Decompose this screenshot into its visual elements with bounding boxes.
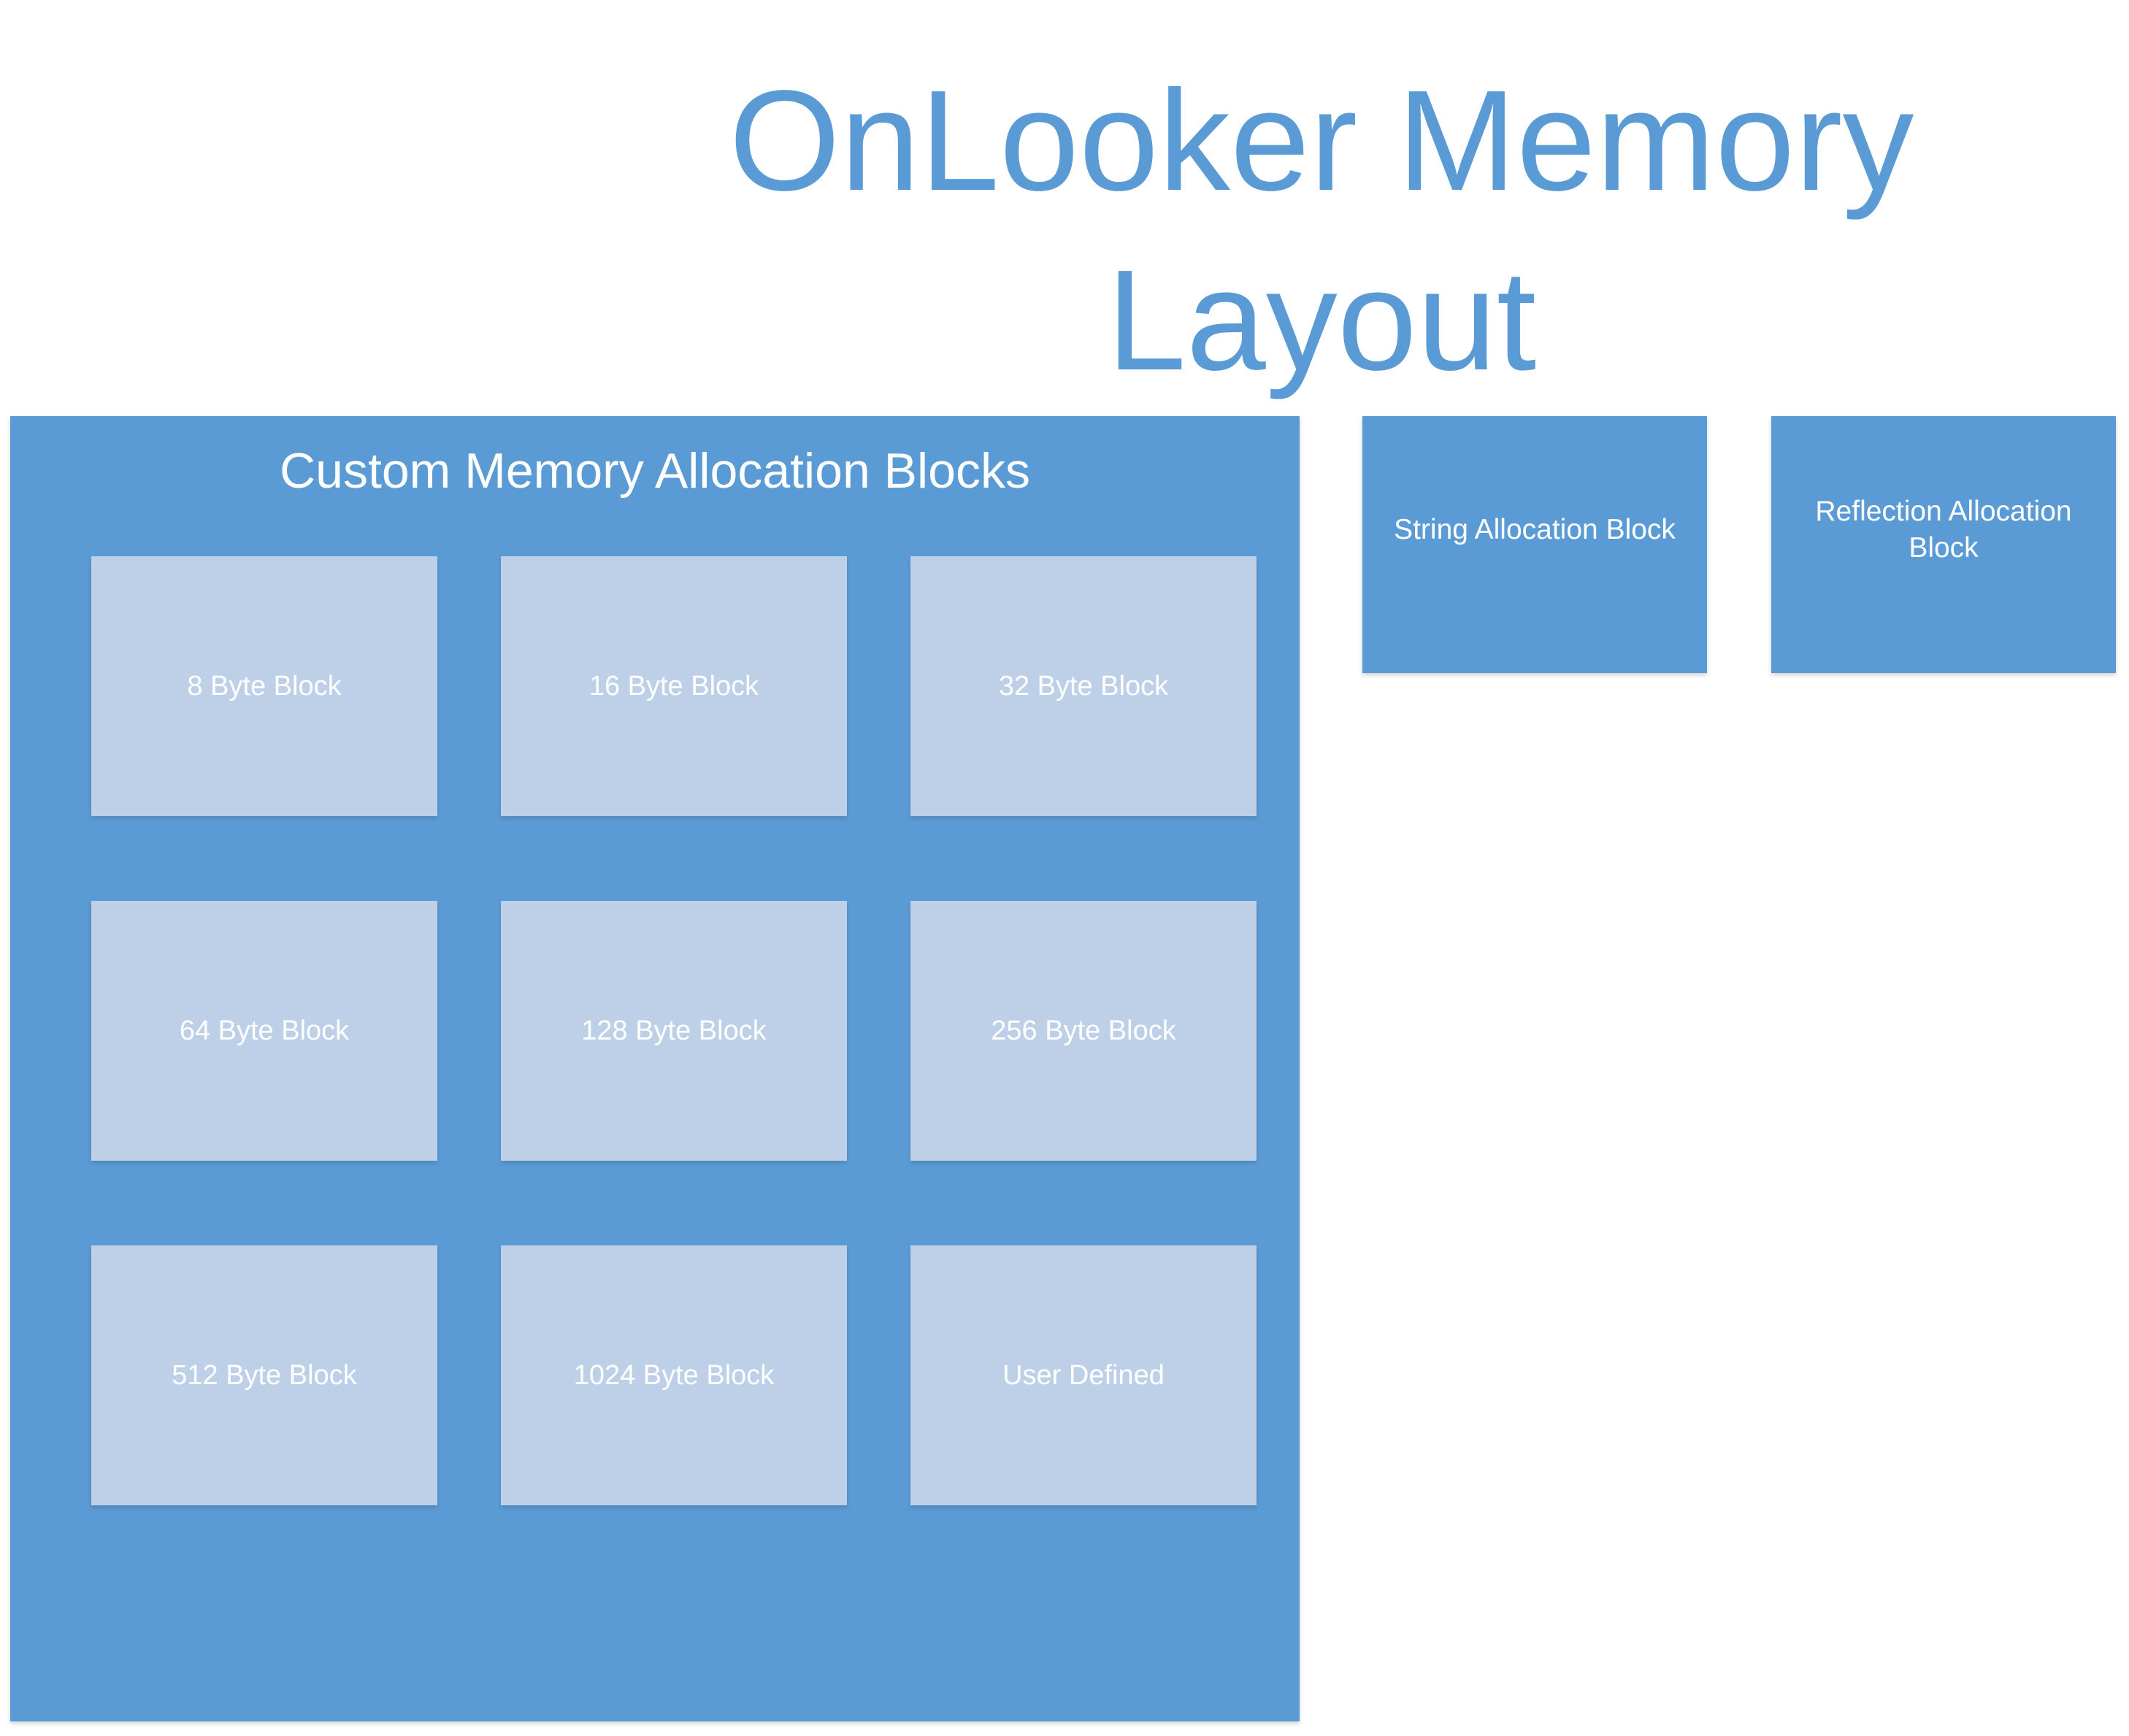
reflection-allocation-block: Reflection Allocation Block (1771, 416, 2116, 673)
block-512-byte: 512 Byte Block (91, 1245, 437, 1505)
block-32-byte: 32 Byte Block (910, 556, 1257, 816)
diagram-title-line1: OnLooker Memory (729, 61, 1914, 220)
block-1024-byte: 1024 Byte Block (501, 1245, 847, 1505)
diagram-title: OnLooker Memory Layout (701, 51, 1942, 410)
block-256-byte: 256 Byte Block (910, 901, 1257, 1161)
block-user-defined: User Defined (910, 1245, 1257, 1505)
block-128-byte: 128 Byte Block (501, 901, 847, 1161)
block-8-byte: 8 Byte Block (91, 556, 437, 816)
string-allocation-block: String Allocation Block (1362, 416, 1707, 673)
block-16-byte: 16 Byte Block (501, 556, 847, 816)
panel-title: Custom Memory Allocation Blocks (280, 443, 1030, 499)
block-64-byte: 64 Byte Block (91, 901, 437, 1161)
custom-memory-allocation-panel: Custom Memory Allocation Blocks 8 Byte B… (10, 416, 1300, 1721)
diagram-title-line2: Layout (1106, 240, 1537, 400)
